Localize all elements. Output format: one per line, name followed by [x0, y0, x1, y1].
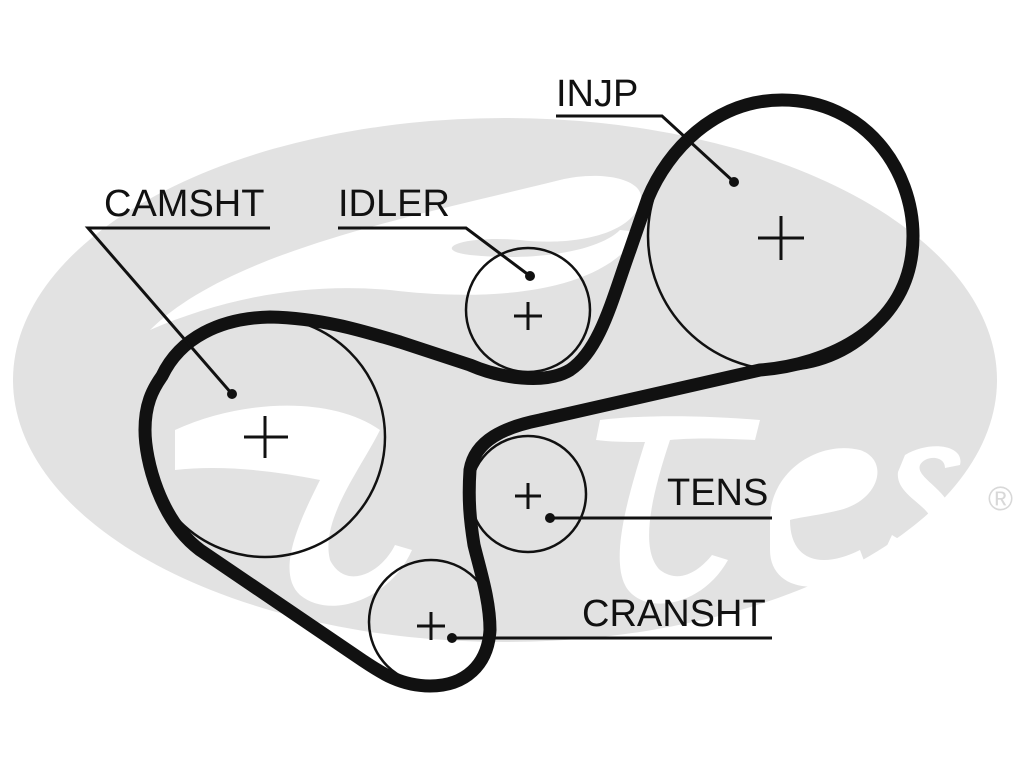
watermark-letter-e [770, 448, 878, 587]
crankshaft-label: CRANSHT [582, 593, 766, 635]
watermark-letter-t [596, 416, 760, 604]
center-marks [244, 216, 804, 640]
idler-center-mark [514, 302, 542, 330]
camshaft-leader-dot [227, 389, 237, 399]
tensioner-center-mark [515, 483, 541, 509]
injection-pump-label: INJP [556, 73, 638, 115]
camshaft-leader [84, 226, 270, 395]
idler-leader [338, 226, 531, 278]
watermark-letter-s [885, 446, 961, 556]
idler-leader-dot [525, 271, 535, 281]
timing-belt [138, 93, 920, 693]
watermark-letter-a [175, 405, 412, 606]
crankshaft-leader-dot [447, 633, 457, 643]
idler-label: IDLER [338, 183, 450, 225]
tensioner-leader-dot [545, 513, 555, 523]
injection-pump-leader-dot [729, 177, 739, 187]
watermark-letter-g [150, 175, 642, 330]
injection-pump-leader [556, 114, 736, 184]
camshaft-label: CAMSHT [104, 183, 264, 225]
labels: CAMSHT IDLER INJP TENS CRANSHT [104, 73, 768, 635]
leader-lines [84, 114, 772, 643]
crankshaft-center-mark [417, 612, 445, 640]
tensioner-label: TENS [667, 472, 768, 514]
camshaft-center-mark [244, 416, 288, 458]
registered-mark: ® [988, 480, 1013, 518]
injection-pump-center-mark [758, 216, 804, 260]
